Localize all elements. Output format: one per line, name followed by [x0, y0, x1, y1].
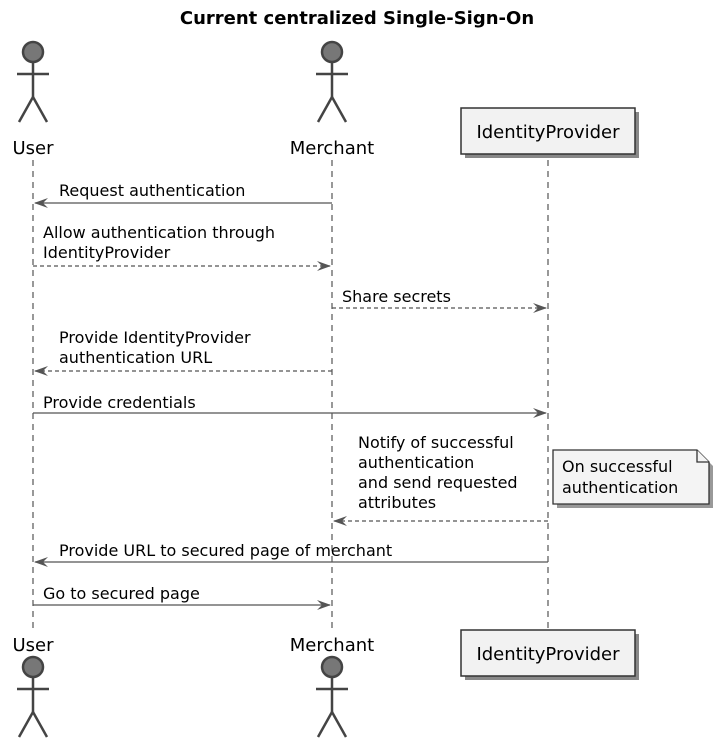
message-1: Request authentication	[34, 181, 332, 208]
message-7: Provide URL to secured page of merchant	[34, 541, 548, 567]
message-label: Provide URL to secured page of merchant	[59, 541, 392, 560]
arrowhead-icon	[317, 600, 331, 610]
actor-user: User	[12, 635, 54, 738]
participant-box-idp: IdentityProvider	[460, 629, 639, 680]
arrowhead-icon	[317, 261, 331, 271]
participant-label-idp: IdentityProvider	[476, 644, 620, 665]
actor-right-leg	[330, 96, 348, 123]
message-label: Go to secured page	[43, 584, 200, 603]
note-frame	[552, 449, 710, 505]
diagram-title: Current centralized Single-Sign-On	[180, 8, 534, 29]
message-label: Provide credentials	[43, 393, 196, 412]
message-label: and send requested	[358, 473, 518, 492]
participant-label-idp: IdentityProvider	[476, 122, 620, 143]
arrowhead-icon	[533, 408, 547, 418]
arrowhead-icon	[333, 516, 347, 526]
message-label: Provide IdentityProvider	[59, 328, 251, 347]
actor-user: User	[12, 40, 54, 159]
actor-head-icon	[21, 40, 45, 64]
note-fold-icon	[696, 450, 709, 463]
message-label: Share secrets	[342, 287, 451, 306]
actor-merchant: Merchant	[290, 635, 374, 738]
box-frame	[460, 629, 636, 677]
actor-head-icon	[320, 40, 344, 64]
participant-label-user: User	[12, 138, 54, 159]
message-2: Allow authentication throughIdentityProv…	[33, 223, 331, 271]
message-label: Request authentication	[59, 181, 245, 200]
arrowhead-icon	[34, 366, 48, 376]
message-3: Share secrets	[332, 287, 547, 313]
actor-right-leg	[330, 711, 348, 738]
message-label: IdentityProvider	[43, 243, 171, 262]
box-frame	[460, 107, 636, 155]
actor-right-leg	[31, 711, 49, 738]
actor-merchant: Merchant	[290, 40, 374, 159]
arrowhead-icon	[34, 557, 48, 567]
actor-left-leg	[316, 96, 334, 123]
actor-left-leg	[17, 711, 35, 738]
note-label: authentication	[562, 478, 678, 497]
arrowhead-icon	[533, 303, 547, 313]
message-label: Notify of successful	[358, 433, 514, 452]
actor-left-leg	[316, 711, 334, 738]
message-label: Allow authentication through	[43, 223, 275, 242]
actor-right-leg	[31, 96, 49, 123]
participant-label-merchant: Merchant	[290, 635, 374, 656]
arrowhead-icon	[34, 198, 48, 208]
participant-label-user: User	[12, 635, 54, 656]
actor-left-leg	[17, 96, 35, 123]
message-label: authentication	[358, 453, 474, 472]
note-label: On successful	[562, 457, 673, 476]
note-1: On successful authentication	[552, 449, 713, 508]
actor-head-icon	[320, 655, 344, 679]
message-5: Provide credentials	[33, 393, 547, 418]
message-label: authentication URL	[59, 348, 212, 367]
message-8: Go to secured page	[33, 584, 331, 610]
participant-box-idp: IdentityProvider	[460, 107, 639, 158]
actor-head-icon	[21, 655, 45, 679]
participant-label-merchant: Merchant	[290, 138, 374, 159]
message-label: attributes	[358, 493, 436, 512]
